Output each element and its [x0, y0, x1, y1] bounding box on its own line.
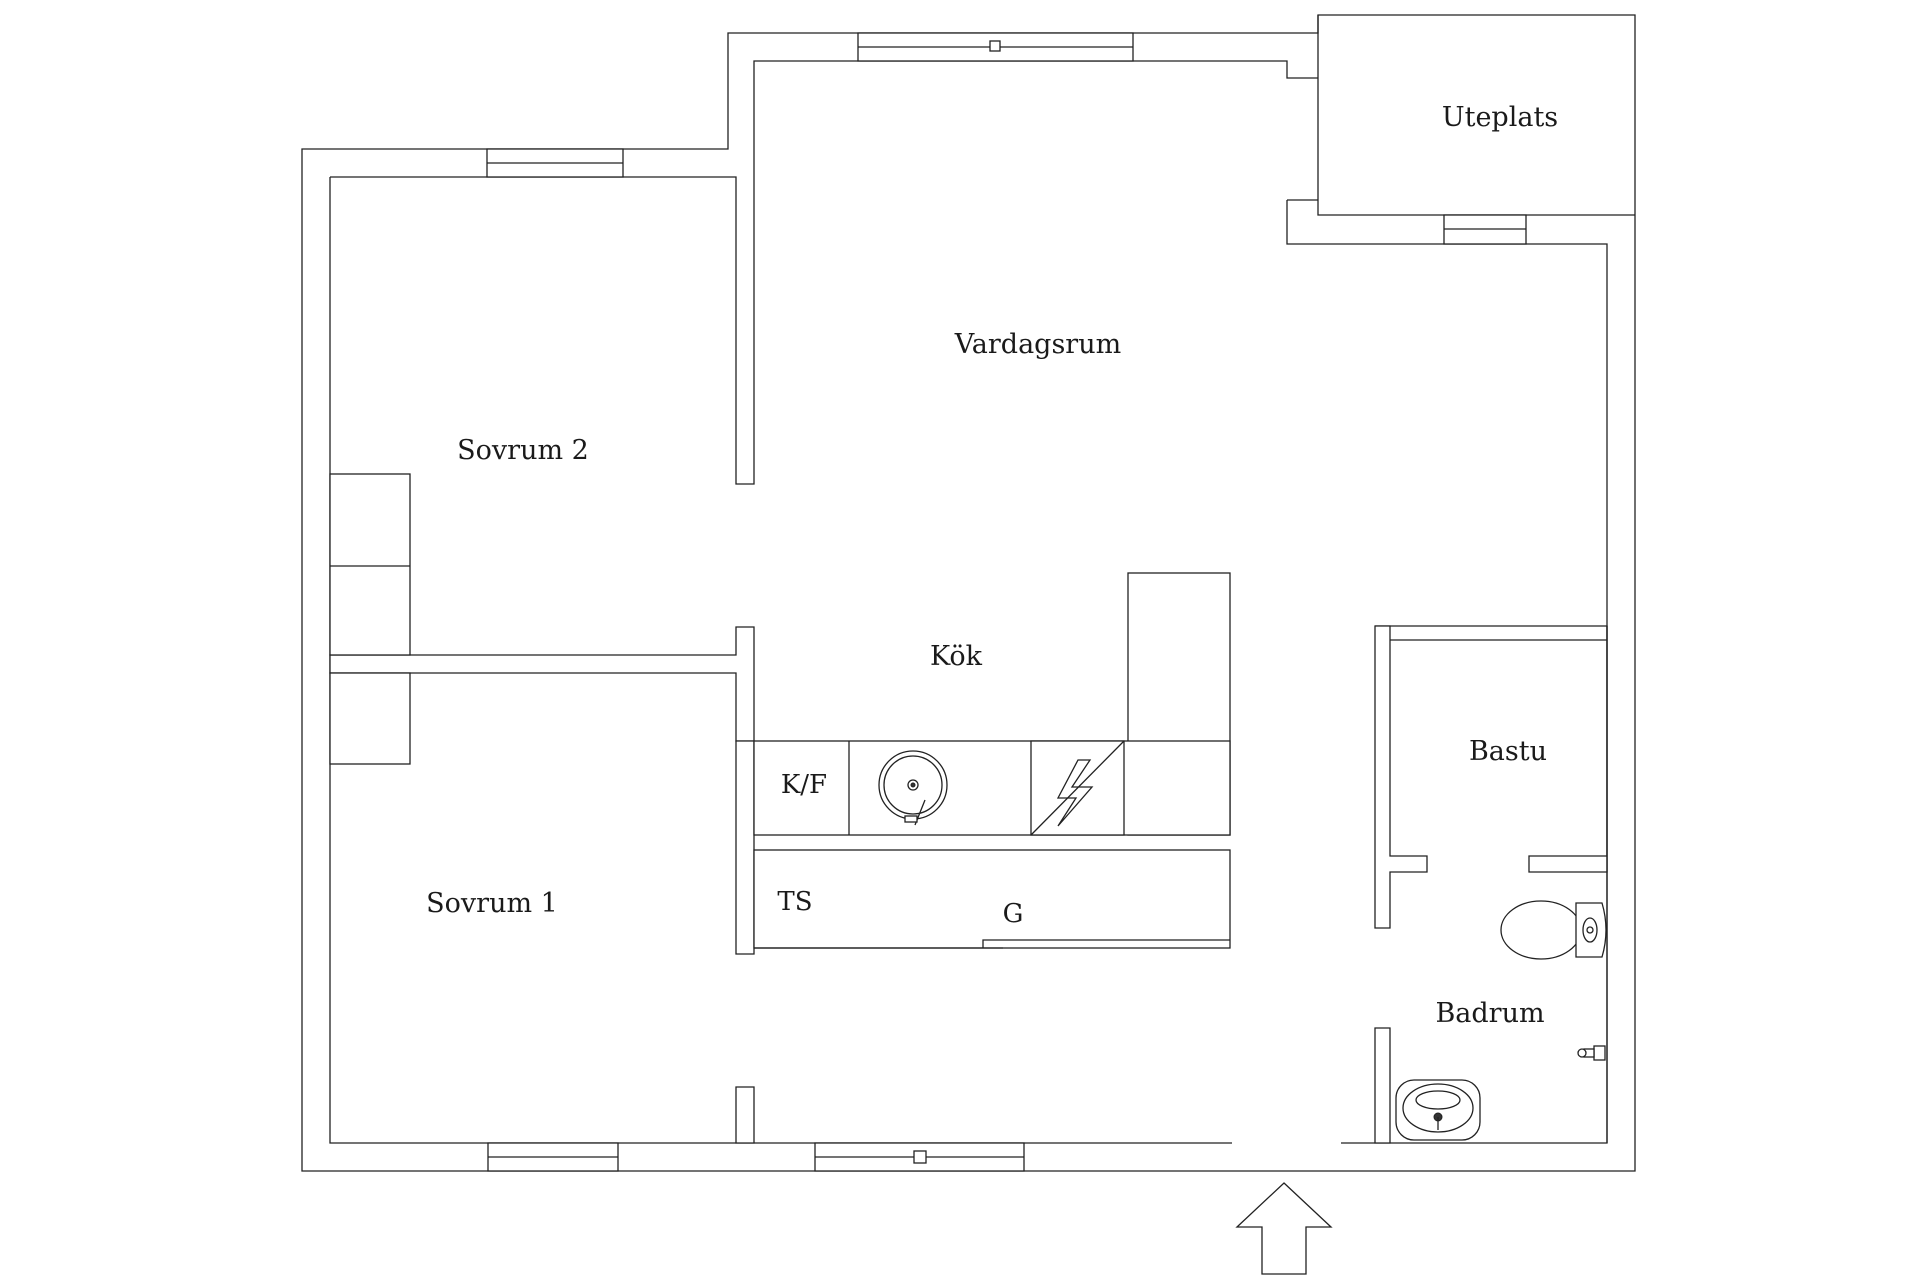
stove-icon: [1030, 740, 1125, 836]
label-ts: TS: [777, 887, 812, 917]
washbasin-icon: [1395, 1079, 1481, 1141]
room-labels: Uteplats Vardagsrum Sovrum 2 Kök Bastu K…: [426, 102, 1558, 1029]
label-kok: Kök: [930, 641, 983, 672]
label-uteplats: Uteplats: [1442, 102, 1558, 133]
arrow-up-icon: [1235, 1182, 1333, 1275]
interior-walls: [329, 473, 1608, 1144]
windows: [486, 32, 1527, 1172]
label-badrum: Badrum: [1435, 998, 1544, 1029]
label-bastu: Bastu: [1469, 736, 1547, 767]
toilet-icon: [1500, 900, 1607, 960]
label-sovrum2: Sovrum 2: [457, 435, 589, 466]
label-vardagsrum: Vardagsrum: [954, 329, 1121, 360]
label-kf: K/F: [781, 770, 827, 800]
kitchen-sink-icon: [878, 750, 948, 826]
label-g: G: [1003, 899, 1024, 929]
label-sovrum1: Sovrum 1: [426, 888, 558, 919]
tap-icon: [1577, 1045, 1606, 1061]
